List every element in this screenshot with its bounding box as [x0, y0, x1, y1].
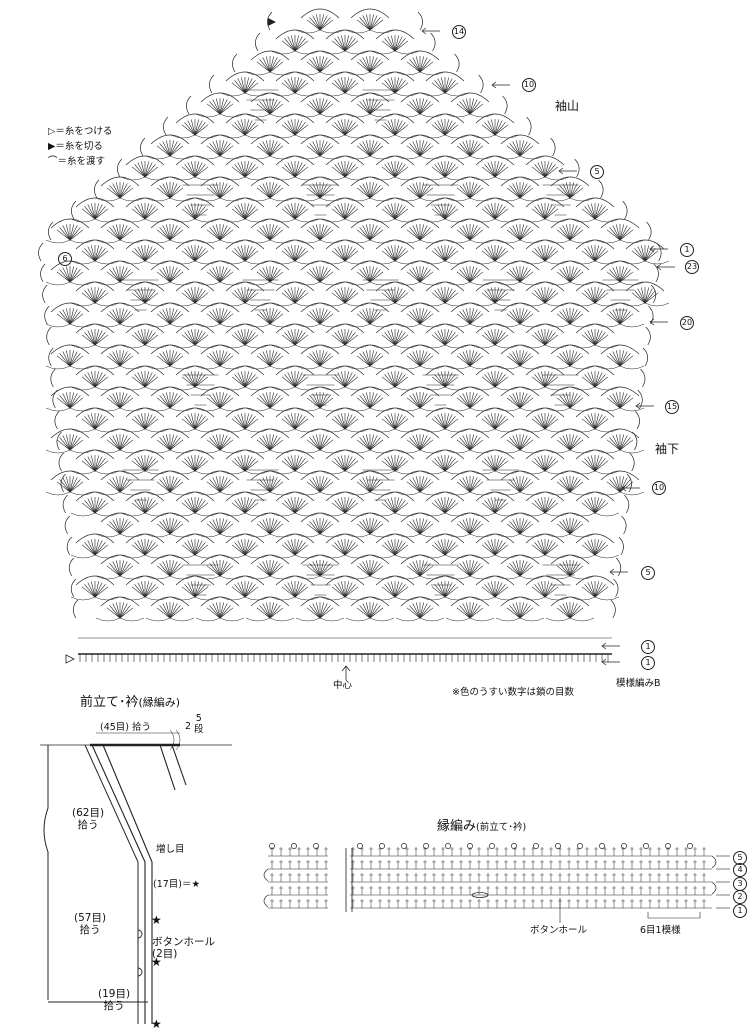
row-14-cap: 14: [452, 25, 466, 39]
edging-repeat-label: 6目1模様: [640, 925, 681, 936]
top-pickup-label: (45目) 拾う: [100, 722, 152, 733]
row-15: 15: [665, 400, 679, 414]
chain-count-note: ※色のうすい数字は鎖の目数: [452, 687, 574, 698]
row-5: 5: [641, 566, 655, 580]
sleeve-underarm-label: 袖下: [655, 442, 680, 456]
row-1-base: 1: [641, 656, 655, 670]
row-5-cap: 5: [590, 165, 604, 179]
star-mark-icon: ★: [151, 1017, 162, 1031]
star-mark-icon: ★: [151, 913, 162, 927]
edge-row-3: 3: [733, 877, 747, 891]
increase-label: 増し目: [156, 844, 185, 855]
mid-pickup-label: (57目) 拾う: [74, 912, 107, 937]
cut-icon: ▶: [48, 141, 56, 152]
sleeve-cap-label: 袖山: [555, 99, 580, 113]
row-10: 10: [652, 481, 666, 495]
front-band-schematic: [40, 729, 232, 1024]
row-6-left: 6: [58, 252, 72, 266]
sleeve-stitch-grid: [38, 8, 675, 680]
top-pickup-num: 2: [185, 721, 192, 732]
pattern-b-label: 模様編みB: [616, 678, 661, 689]
edge-row-4: 4: [733, 863, 747, 877]
row-1-cap: 1: [680, 243, 694, 257]
edge-row-1: 1: [733, 904, 747, 918]
bottom-pickup-label: (19目) 拾う: [98, 988, 131, 1013]
edging-chart: [263, 843, 730, 923]
edge-row-2: 2: [733, 890, 747, 904]
row-23: 23: [685, 260, 699, 274]
edging-buttonhole-label: ボタンホール: [530, 925, 588, 936]
carry-icon: ⌒: [48, 156, 58, 167]
center-label: 中心: [333, 680, 353, 691]
legend-join: ▷＝糸をつける: [48, 126, 113, 137]
legend-cut: ▶＝糸を切る: [48, 141, 103, 152]
row-10-cap: 10: [522, 78, 536, 92]
legend-carry: ⌒＝糸を渡す: [48, 156, 106, 167]
star-mark-icon: ★: [151, 955, 162, 969]
row-20: 20: [680, 316, 694, 330]
edging-title: 縁編み(前立て･衿): [437, 819, 527, 834]
star-eq-label: (17目)＝★: [153, 879, 201, 890]
join-icon: ▷: [48, 126, 56, 137]
buttonhole-label: ボタンホール (2目): [152, 936, 215, 961]
row-1-top: 1: [641, 640, 655, 654]
front-band-title: 前立て･衿(縁編み): [80, 695, 181, 710]
neck-pickup-label: (62目) 拾う: [72, 807, 105, 832]
